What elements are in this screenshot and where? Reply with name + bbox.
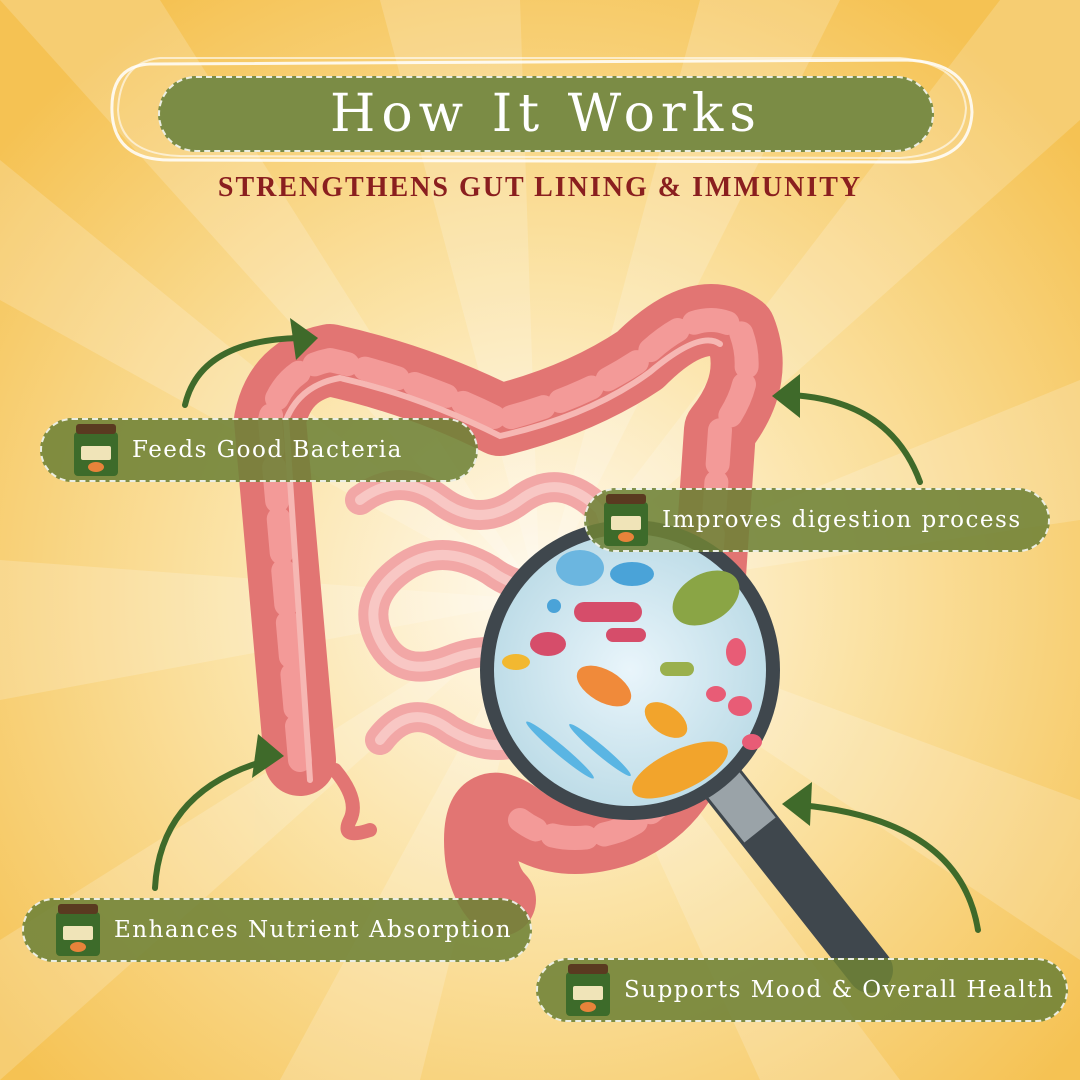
appendix bbox=[328, 763, 377, 841]
product-jar-icon bbox=[56, 904, 100, 956]
title-banner: How It Works bbox=[158, 76, 934, 152]
benefit-feeds-good-bacteria: Feeds Good Bacteria bbox=[40, 418, 478, 482]
benefit-supports-mood: Supports Mood & Overall Health bbox=[536, 958, 1068, 1022]
product-jar-icon bbox=[74, 424, 118, 476]
curved-arrows bbox=[152, 335, 981, 933]
benefit-label: Enhances Nutrient Absorption bbox=[114, 917, 513, 943]
benefit-label: Feeds Good Bacteria bbox=[132, 437, 403, 463]
title-pill: How It Works bbox=[158, 76, 934, 152]
benefit-label: Supports Mood & Overall Health bbox=[624, 977, 1055, 1003]
benefit-improves-digestion: Improves digestion process bbox=[584, 488, 1050, 552]
bacteria-cluster bbox=[502, 550, 762, 799]
page-title: How It Works bbox=[330, 84, 762, 144]
benefit-label: Improves digestion process bbox=[662, 507, 1022, 533]
title-scribble-frame bbox=[110, 58, 974, 164]
product-jar-icon bbox=[566, 964, 610, 1016]
page-subtitle: STRENGTHENS GUT LINING & IMMUNITY bbox=[217, 172, 863, 203]
product-jar-icon bbox=[604, 494, 648, 546]
benefit-enhances-nutrient-absorption: Enhances Nutrient Absorption bbox=[22, 898, 532, 962]
arrow-heads bbox=[252, 318, 812, 826]
